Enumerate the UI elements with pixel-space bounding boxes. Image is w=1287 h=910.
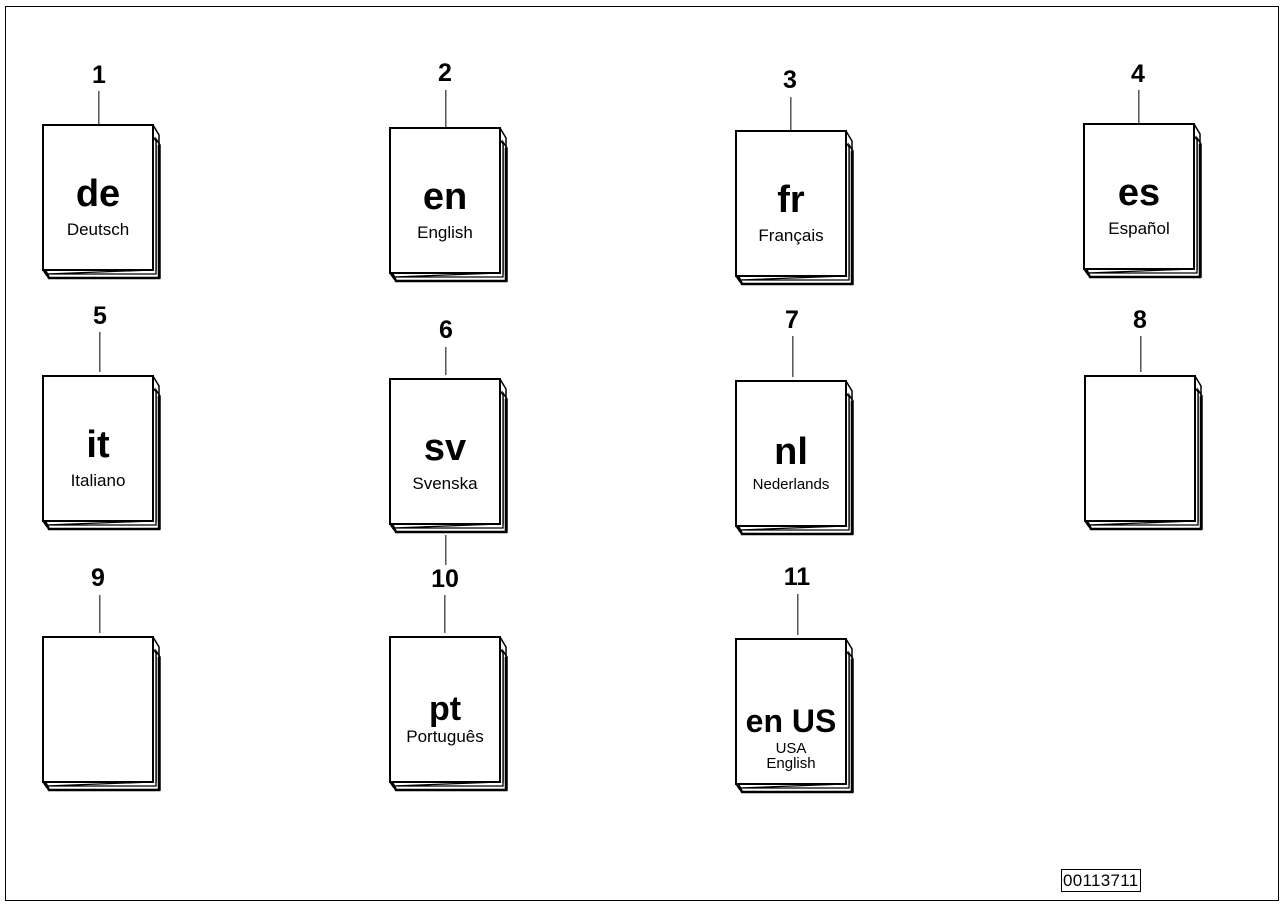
language-code: fr <box>777 178 805 221</box>
callout-number: 10 <box>431 565 459 593</box>
language-code: nl <box>774 430 808 473</box>
language-region: USA <box>775 739 807 757</box>
language-code: en <box>422 175 468 218</box>
language-code: de <box>75 172 121 215</box>
callout-number: 1 <box>92 61 106 89</box>
language-name: Italiano <box>70 470 126 490</box>
language-name: English <box>417 222 473 242</box>
callout-number: 11 <box>783 563 811 591</box>
callout-number: 5 <box>93 302 107 330</box>
leader-line <box>445 90 447 128</box>
drawing-frame <box>5 6 1279 901</box>
language-code: es <box>1117 171 1161 214</box>
language-name: English <box>766 755 816 773</box>
callout-number: 6 <box>439 316 453 344</box>
leader-line <box>792 336 794 377</box>
language-code: sv <box>423 426 467 469</box>
reference-number: 00113711 <box>1061 869 1141 892</box>
callout-number: 8 <box>1133 306 1147 334</box>
leader-line <box>790 97 792 131</box>
language-code: en US <box>745 702 837 739</box>
language-name: Svenska <box>412 473 478 493</box>
leader-line <box>445 347 447 375</box>
leader-line <box>98 91 100 125</box>
callout-number: 9 <box>91 564 105 592</box>
callout-number: 3 <box>783 66 797 94</box>
leader-line <box>99 595 101 633</box>
callout-number: 2 <box>438 59 452 87</box>
language-code: it <box>86 423 110 466</box>
language-name: Português <box>406 726 484 746</box>
leader-line <box>99 332 101 372</box>
callout-number: 7 <box>785 306 799 334</box>
language-name: Français <box>758 225 824 245</box>
language-name: Español <box>1108 218 1170 238</box>
leader-line-6-to-10 <box>445 535 447 565</box>
leader-line <box>444 595 446 633</box>
leader-line <box>1140 336 1142 372</box>
language-name: Nederlands <box>752 475 830 493</box>
callout-number: 4 <box>1131 60 1145 88</box>
leader-line <box>797 594 799 635</box>
language-name: Deutsch <box>66 219 130 239</box>
leader-line <box>1138 90 1140 124</box>
language-code: pt <box>428 689 462 728</box>
